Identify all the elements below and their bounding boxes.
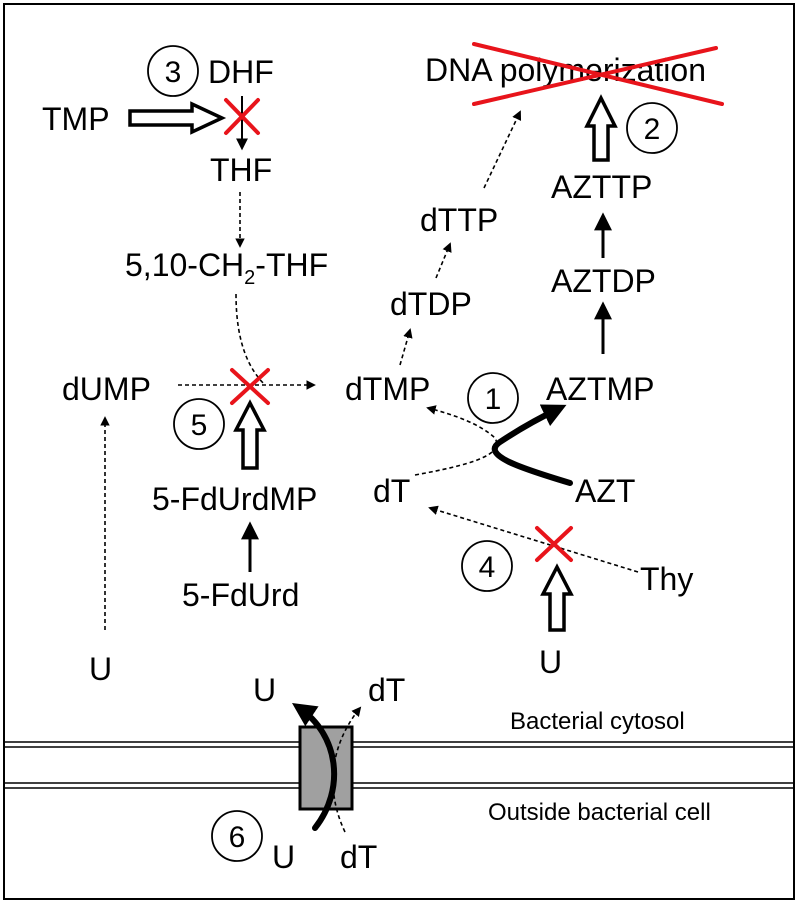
dt-transport-arrow xyxy=(332,706,362,833)
node-dt: dT xyxy=(373,473,410,509)
step-5-marker: 5 xyxy=(173,398,225,450)
svg-text:5: 5 xyxy=(191,409,208,442)
dtdp-to-dttp-arrow xyxy=(435,242,452,279)
thy-to-dt-arrow xyxy=(428,505,639,573)
step-2-marker: 2 xyxy=(626,102,678,154)
node-dhf: DHF xyxy=(208,54,274,90)
inhibition-x-dna-polymerization xyxy=(472,42,724,106)
u-inhibition-hollow-arrow xyxy=(540,563,574,632)
node-azttp: AZTTP xyxy=(551,169,652,205)
node-thy: Thy xyxy=(640,561,693,597)
node-dttp: dTTP xyxy=(420,202,498,238)
node-tmp: TMP xyxy=(42,101,110,137)
node-5-fdurd: 5-FdUrd xyxy=(182,577,299,613)
node-thf: THF xyxy=(210,152,272,188)
node-azt: AZT xyxy=(575,473,635,509)
dttp-to-dna-arrow xyxy=(483,110,522,189)
dtmp-to-dtdp-arrow xyxy=(399,328,413,366)
svg-text:4: 4 xyxy=(479,551,496,584)
node-5-fdurdmp: 5-FdUrdMP xyxy=(152,481,317,517)
node-dump: dUMP xyxy=(62,371,151,407)
step-6-marker: 6 xyxy=(211,810,263,862)
step-3-marker: 3 xyxy=(147,45,199,97)
node-u-right: U xyxy=(539,644,562,680)
step-4-marker: 4 xyxy=(461,540,513,592)
cell-membrane xyxy=(4,741,794,789)
node-dt-outside: dT xyxy=(340,839,377,875)
node-ch2-thf: 5,10-CH2-THF xyxy=(125,247,328,289)
node-aztmp: AZTMP xyxy=(546,371,654,407)
node-dtdp: dTDP xyxy=(390,286,472,322)
azttp-to-dna-hollow-arrow xyxy=(584,94,618,162)
step-1-marker: 1 xyxy=(467,372,519,424)
fdurdmp-inhibition-hollow-arrow xyxy=(233,399,267,470)
inhibition-x-dhf xyxy=(224,98,260,135)
svg-text:2: 2 xyxy=(644,113,661,146)
svg-text:1: 1 xyxy=(485,383,502,416)
outside-label: Outside bacterial cell xyxy=(488,799,711,826)
node-u-inside: U xyxy=(253,672,276,708)
svg-text:3: 3 xyxy=(165,56,182,89)
u-transport-arrow xyxy=(292,703,337,831)
svg-text:6: 6 xyxy=(229,821,246,854)
tmp-inhibition-arrow xyxy=(128,101,227,135)
node-dt-inside: dT xyxy=(368,672,405,708)
node-dtmp: dTMP xyxy=(345,371,430,407)
cytosol-label: Bacterial cytosol xyxy=(510,708,685,735)
inhibition-x-thymidine-phosphorylase xyxy=(535,526,573,562)
figure-border xyxy=(3,3,795,900)
node-u-left: U xyxy=(89,651,112,687)
azt-to-aztmp-thick-arrow xyxy=(491,404,573,486)
dt-to-dtmp-arrow xyxy=(414,405,498,476)
inhibition-x-thymidylate-synthase xyxy=(230,368,270,405)
node-aztdp: AZTDP xyxy=(551,263,656,299)
ch2thf-to-reaction-curve xyxy=(235,293,266,386)
node-u-outside: U xyxy=(272,839,295,875)
